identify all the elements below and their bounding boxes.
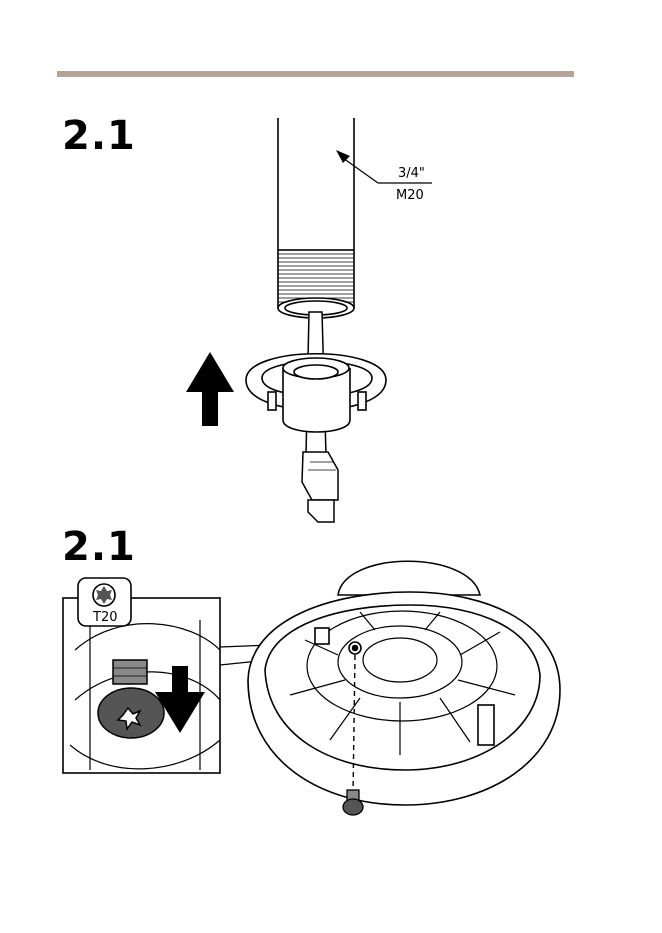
callout-size-imperial: 3/4" [398,166,425,181]
conduit-pipe [278,118,354,318]
arrow-up-icon [186,352,234,426]
conduit-gasket [246,354,386,432]
tool-size-label: T20 [92,610,117,625]
mounting-base [248,561,560,805]
rj45-connector [302,452,338,522]
callout-size-metric: M20 [396,188,424,203]
